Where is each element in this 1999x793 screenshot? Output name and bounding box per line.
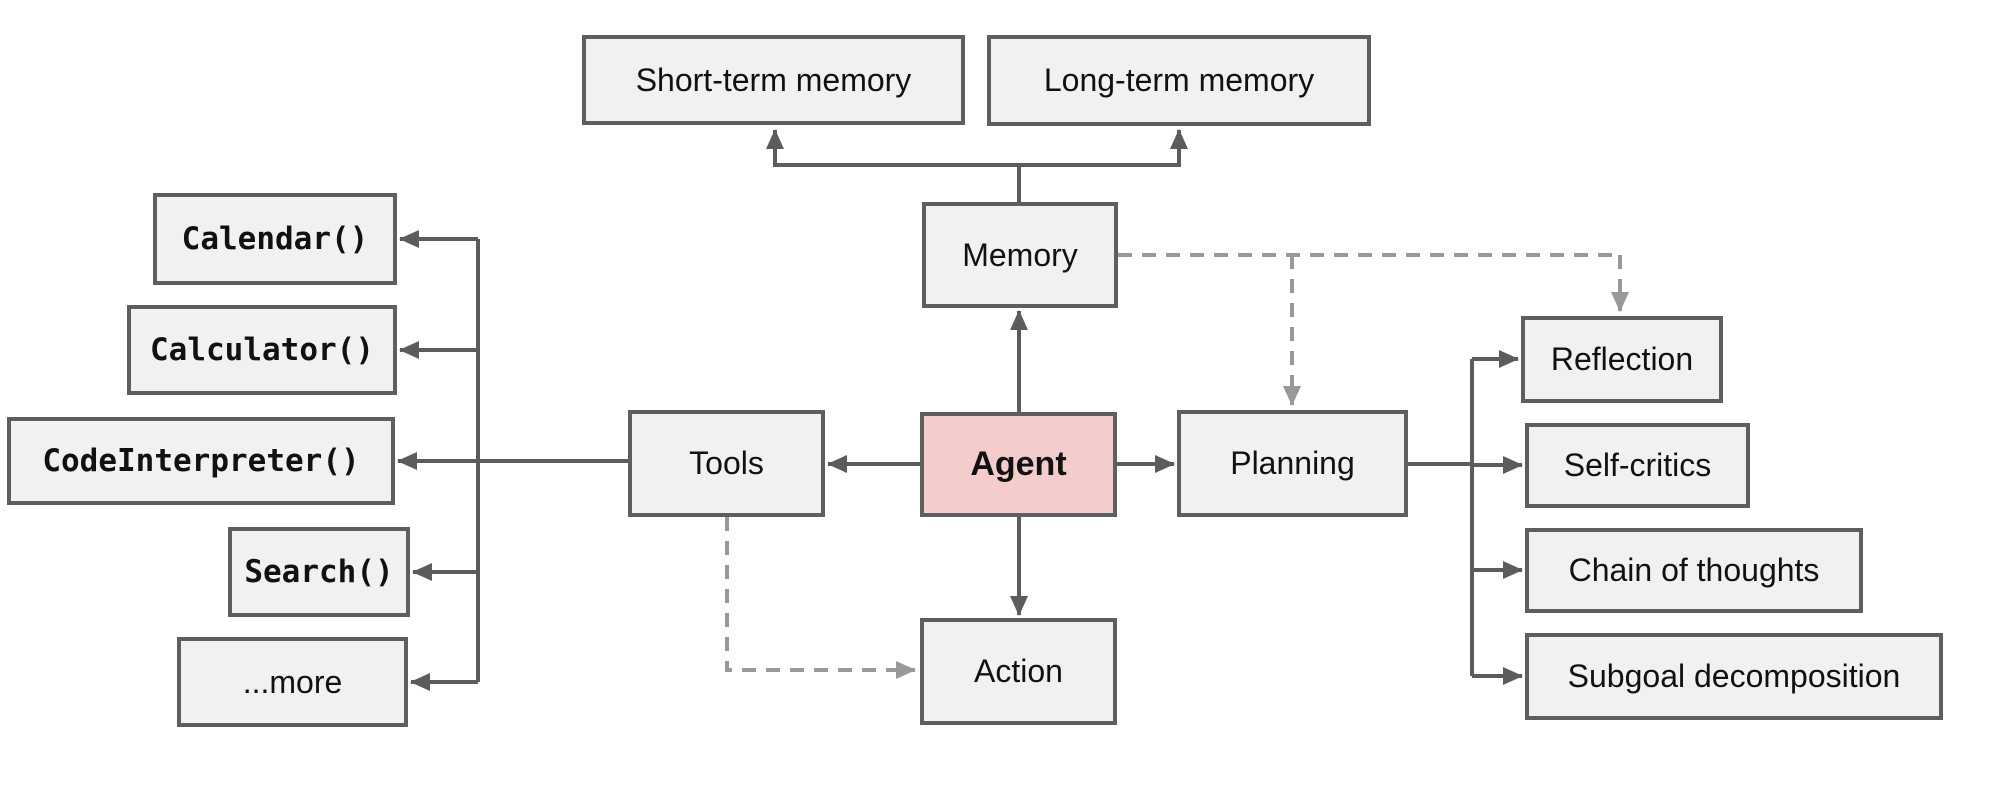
node-short-term-memory-label: Short-term memory bbox=[635, 61, 912, 98]
node-calculator-label: Calculator() bbox=[150, 332, 374, 368]
edge-memory-long-term bbox=[1019, 129, 1188, 167]
node-long-term-memory-label: Long-term memory bbox=[1043, 62, 1315, 98]
node-tools-label: Tools bbox=[689, 445, 764, 481]
node-planning: Planning bbox=[1177, 410, 1408, 517]
node-self-critics: Self-critics bbox=[1525, 423, 1750, 508]
node-chain-of-thoughts: Chain of thoughts bbox=[1525, 528, 1863, 613]
node-reflection-label: Reflection bbox=[1550, 341, 1694, 377]
edge-memory-short-term bbox=[766, 129, 1019, 167]
node-short-term-memory: Short-term memory bbox=[582, 35, 965, 125]
node-agent-label: Agent bbox=[970, 445, 1067, 483]
node-code-interpreter-label: CodeInterpreter() bbox=[42, 443, 360, 479]
node-more-label: ...more bbox=[242, 663, 343, 700]
node-chain-of-thoughts-label: Chain of thoughts bbox=[1568, 552, 1820, 588]
node-self-critics-label: Self-critics bbox=[1563, 447, 1712, 483]
node-more: ...more bbox=[177, 637, 408, 727]
node-long-term-memory: Long-term memory bbox=[987, 35, 1371, 126]
edge-tools-action-dashed bbox=[725, 517, 916, 679]
node-code-interpreter: CodeInterpreter() bbox=[7, 417, 395, 505]
node-memory: Memory bbox=[922, 202, 1118, 308]
node-subgoal-decomposition: Subgoal decomposition bbox=[1525, 633, 1943, 720]
node-search: Search() bbox=[228, 527, 410, 617]
node-action-label: Action bbox=[974, 653, 1063, 689]
node-action: Action bbox=[920, 618, 1117, 725]
node-calendar: Calendar() bbox=[153, 193, 397, 285]
node-tools: Tools bbox=[628, 410, 825, 517]
node-memory-label: Memory bbox=[962, 236, 1078, 273]
node-calculator: Calculator() bbox=[127, 305, 397, 395]
node-reflection: Reflection bbox=[1521, 316, 1723, 403]
node-agent: Agent bbox=[920, 412, 1117, 517]
node-planning-label: Planning bbox=[1230, 445, 1355, 481]
node-search-label: Search() bbox=[244, 554, 394, 590]
node-calendar-label: Calendar() bbox=[181, 221, 369, 257]
node-subgoal-decomposition-label: Subgoal decomposition bbox=[1567, 658, 1901, 694]
